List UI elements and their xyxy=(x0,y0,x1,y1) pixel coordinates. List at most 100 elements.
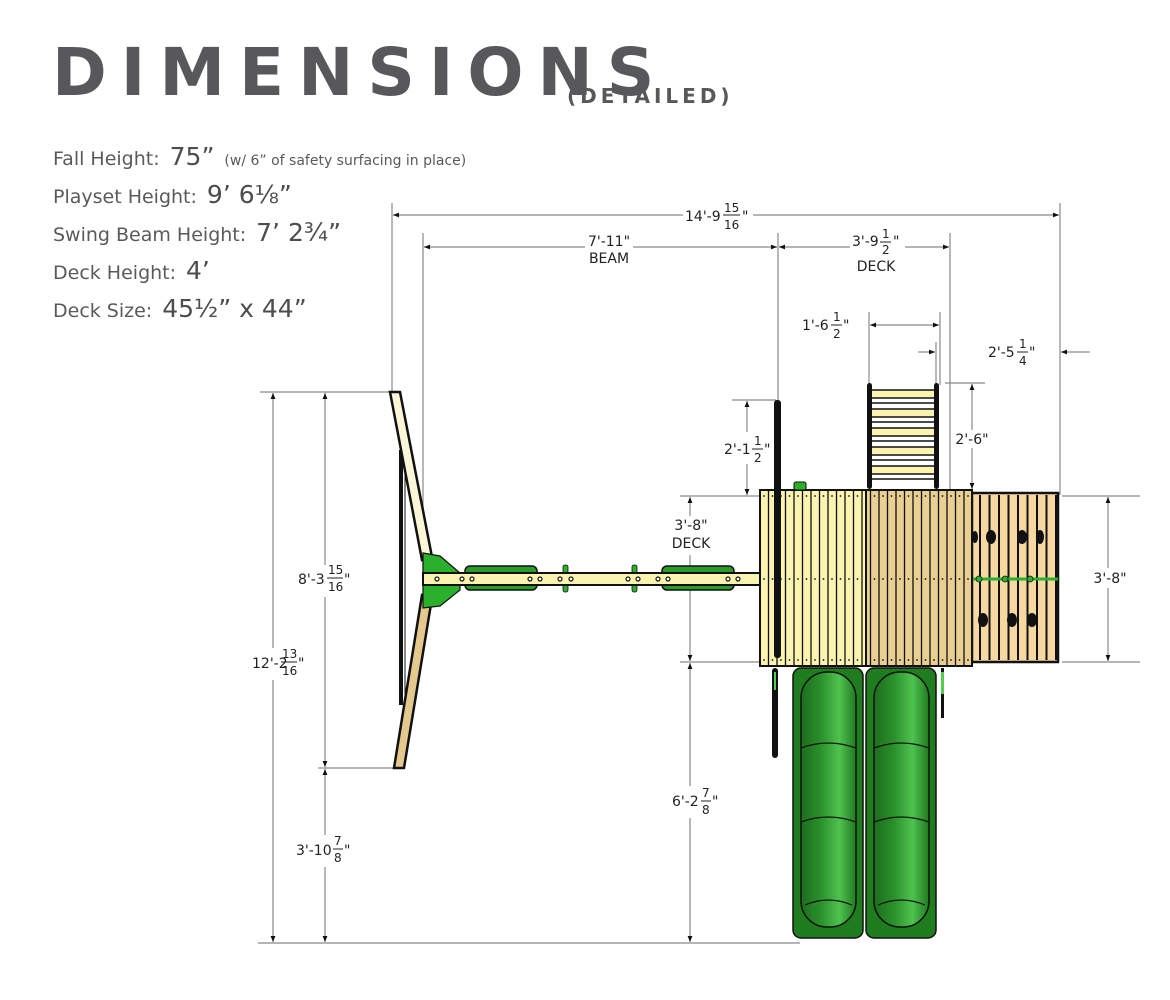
spec-deck-size: Deck Size: 45½” x 44” xyxy=(53,294,466,332)
spec-label: Deck Height: xyxy=(53,262,177,284)
deck-screw xyxy=(814,659,816,661)
svg-text:DECK: DECK xyxy=(857,259,896,275)
svg-text:": " xyxy=(344,572,350,588)
deck-screw xyxy=(831,578,833,580)
dim-deck-depth-label: 3'-8" DECK xyxy=(670,516,712,554)
spec-value: 75” xyxy=(169,142,215,171)
deck-screw xyxy=(822,495,825,497)
ladder-rung xyxy=(869,389,937,399)
deck-screw xyxy=(788,495,791,497)
deck-screw xyxy=(950,495,952,497)
deck-screw xyxy=(941,659,944,661)
deck-screw xyxy=(848,659,850,661)
deck-screw xyxy=(763,578,765,580)
ladder xyxy=(867,383,939,489)
deck-screw xyxy=(797,659,799,661)
svg-text:2'-5: 2'-5 xyxy=(988,345,1015,361)
svg-text:8'-3: 8'-3 xyxy=(298,572,325,588)
svg-text:3'-10: 3'-10 xyxy=(296,843,332,859)
deck-screw xyxy=(873,659,876,661)
deck-screw xyxy=(907,659,910,661)
spec-fall-height: Fall Height: 75” (w/ 6” of safety surfac… xyxy=(53,142,466,180)
svg-text:8: 8 xyxy=(334,851,342,865)
ladder-rung xyxy=(869,427,937,437)
dim-overall-depth-label: 12'-2 13 16 " xyxy=(250,647,310,680)
deck-screw xyxy=(797,495,799,497)
svg-text:": " xyxy=(843,318,849,334)
dim-ladder-length-label: 2'-6" xyxy=(952,430,992,448)
deck-screw xyxy=(958,659,961,661)
slides xyxy=(772,667,944,939)
deck-screw xyxy=(814,495,816,497)
deck-screw xyxy=(933,495,935,497)
deck-knob xyxy=(793,481,807,491)
svg-text:7: 7 xyxy=(334,834,342,848)
svg-text:": " xyxy=(1029,345,1035,361)
deck-screw xyxy=(788,578,791,580)
deck-screw xyxy=(933,578,935,580)
svg-text:1: 1 xyxy=(882,227,890,241)
deck-screw xyxy=(916,495,918,497)
ladder-rung xyxy=(869,408,937,418)
svg-text:BEAM: BEAM xyxy=(589,251,629,267)
deck-screw xyxy=(941,578,944,580)
dim-aframe-span-label: 8'-3 15 16 " xyxy=(296,563,356,597)
svg-text:DECK: DECK xyxy=(672,536,711,552)
deck-screw xyxy=(967,659,969,661)
deck-screw xyxy=(839,495,842,497)
deck-screw xyxy=(763,659,765,661)
deck-screw xyxy=(907,578,910,580)
deck-screw xyxy=(882,659,884,661)
svg-text:": " xyxy=(344,843,350,859)
svg-text:": " xyxy=(712,794,718,810)
dim-slide-label: 6'-2 7 8 " xyxy=(670,786,722,818)
spec-label: Fall Height: xyxy=(53,148,160,170)
svg-text:": " xyxy=(764,442,770,458)
deck-screw xyxy=(916,578,918,580)
deck-screw xyxy=(831,495,833,497)
dim-ladder-width-label: 1'-6 1 2 " xyxy=(802,310,849,341)
svg-text:8: 8 xyxy=(702,803,710,817)
deck-screw xyxy=(848,495,850,497)
spec-list: Fall Height: 75” (w/ 6” of safety surfac… xyxy=(53,142,466,332)
page-title: DIMENSIONS xyxy=(52,34,669,111)
deck-screw xyxy=(882,578,884,580)
deck-screw xyxy=(797,578,799,580)
ladder-rung xyxy=(869,446,937,456)
svg-text:7: 7 xyxy=(702,786,710,800)
deck-screw xyxy=(814,578,816,580)
deck-screw xyxy=(856,659,859,661)
swing-beam xyxy=(422,564,761,593)
slide-right xyxy=(873,671,930,928)
climbing-holds xyxy=(972,530,1044,627)
deck-screw xyxy=(771,659,774,661)
dim-pole-label: 2'-1 1 2 " xyxy=(722,432,772,465)
deck-screw xyxy=(865,659,867,661)
svg-text:1: 1 xyxy=(754,434,762,448)
deck-screw xyxy=(763,495,765,497)
svg-text:2: 2 xyxy=(882,243,890,257)
spec-note: (w/ 6” of safety surfacing in place) xyxy=(224,153,467,169)
dim-rock-offset-label: 2'-5 1 4 " xyxy=(988,337,1035,368)
deck-screw xyxy=(933,659,935,661)
support-post xyxy=(772,668,778,758)
svg-text:3'-8": 3'-8" xyxy=(674,518,707,534)
svg-text:16: 16 xyxy=(724,218,739,232)
svg-text:15: 15 xyxy=(328,563,343,577)
beam-bolts xyxy=(434,576,741,582)
deck-screw xyxy=(831,659,833,661)
slide-left xyxy=(800,671,857,928)
deck-screw xyxy=(805,495,808,497)
spec-label: Deck Size: xyxy=(53,300,153,322)
svg-text:2'-6": 2'-6" xyxy=(955,432,988,448)
deck-screw xyxy=(822,659,825,661)
deck-screw xyxy=(848,578,850,580)
dim-rock-depth-label: 3'-8" xyxy=(1090,568,1130,588)
deck-screw xyxy=(839,659,842,661)
a-frame-leg-top xyxy=(388,390,434,562)
deck xyxy=(759,481,973,667)
dim-aframe-ground-label: 3'-10 7 8 " xyxy=(294,834,356,867)
deck-screw xyxy=(890,495,893,497)
deck-screw xyxy=(890,578,893,580)
deck-screw xyxy=(967,578,969,580)
